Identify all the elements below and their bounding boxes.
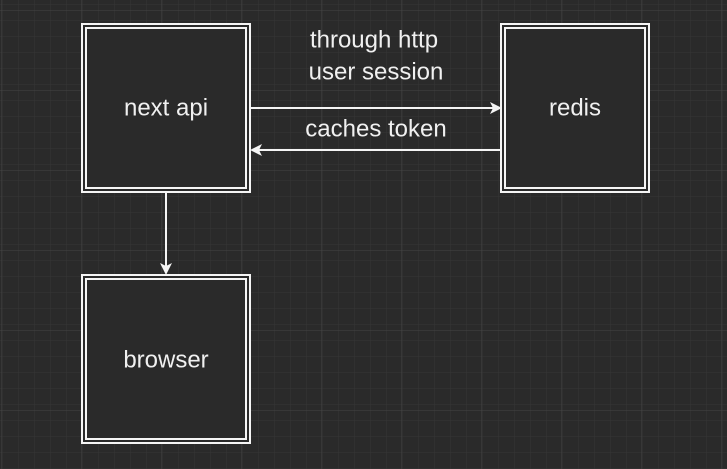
- edge-api-to-redis-label-line1: through http: [310, 27, 438, 54]
- edge-api-to-redis-label-line2: user session: [309, 59, 444, 86]
- edge-api-to-redis[interactable]: through http user session: [251, 27, 502, 114]
- node-redis[interactable]: redis: [500, 23, 650, 193]
- node-next-api-inner-border: [85, 27, 247, 189]
- node-browser[interactable]: browser: [81, 274, 251, 444]
- edge-redis-to-api[interactable]: caches token: [250, 116, 500, 156]
- node-next-api-outer-border: [81, 23, 251, 193]
- node-next-api[interactable]: next api: [81, 23, 251, 193]
- node-redis-outer-border: [500, 23, 650, 193]
- node-browser-outer-border: [81, 274, 251, 444]
- node-next-api-label: next api: [124, 95, 208, 122]
- node-redis-inner-border: [504, 27, 646, 189]
- node-browser-label: browser: [123, 347, 208, 374]
- node-browser-inner-border: [85, 278, 247, 440]
- edge-redis-to-api-label: caches token: [305, 116, 446, 143]
- node-redis-label: redis: [549, 95, 601, 122]
